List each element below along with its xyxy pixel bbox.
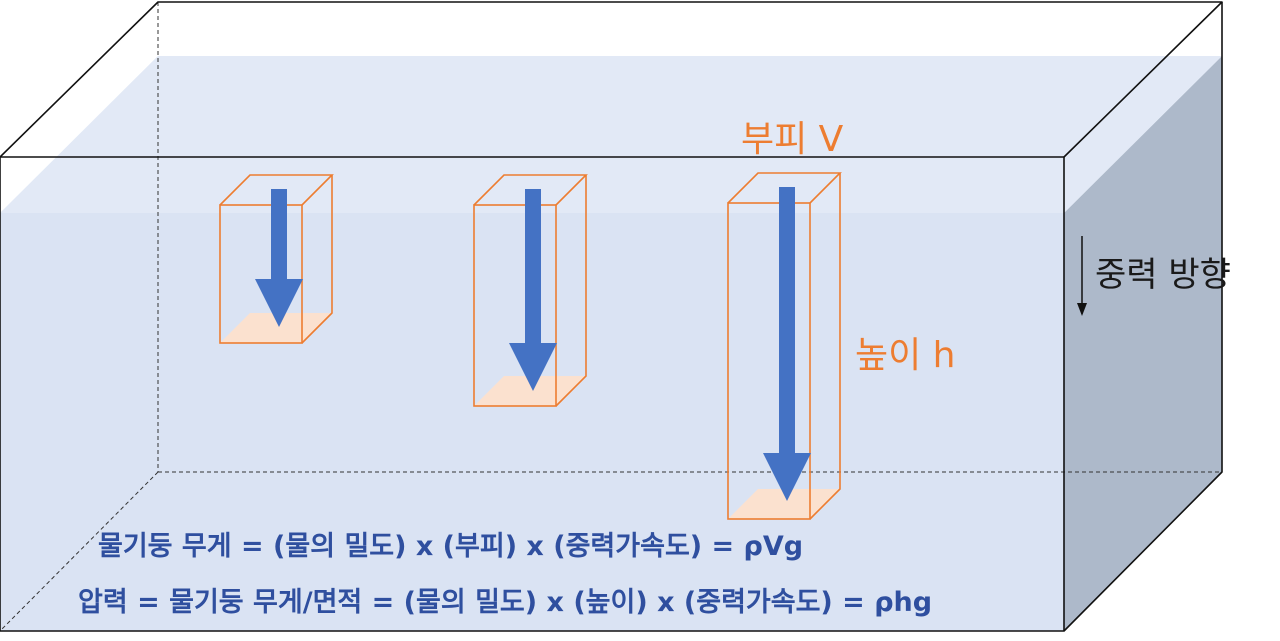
water-column-small (219, 174, 334, 344)
gravity-direction-label: 중력 방향 (1095, 255, 1231, 295)
gravity-direction-arrow (1077, 236, 1087, 316)
water-column-tall (727, 172, 842, 520)
tank-outline (0, 1, 1223, 632)
tank-hidden-edges (0, 2, 1222, 632)
weight-formula: 물기둥 무게 = (물의 밀도) x (부피) x (중력가속도) = ρVg (98, 531, 804, 562)
height-label: 높이 h (855, 335, 956, 376)
gravity-arrow-tall (763, 187, 811, 501)
water-surface-band (0, 56, 1222, 213)
pressure-formula: 압력 = 물기둥 무게/면적 = (물의 밀도) x (높이) x (중력가속도… (78, 587, 933, 618)
gravity-arrow-small (255, 189, 303, 327)
water-column-medium (473, 174, 588, 407)
water-side-face (1064, 56, 1222, 631)
gravity-arrow-medium (509, 189, 557, 391)
volume-label: 부피 V (741, 119, 844, 160)
